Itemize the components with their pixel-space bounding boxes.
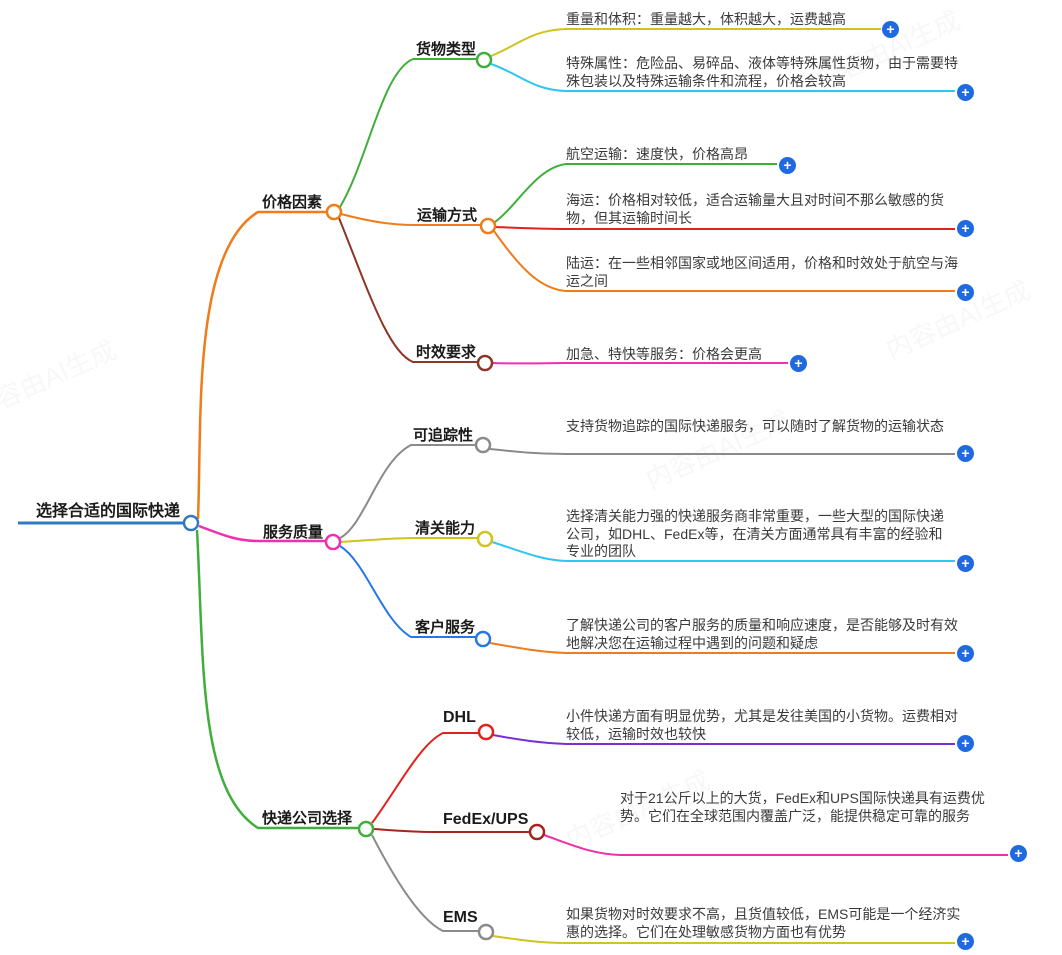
node-cargo-type-label[interactable]: 货物类型: [416, 41, 477, 58]
plus-icon: +: [794, 355, 803, 371]
connector-root-service: [198, 524, 326, 543]
plus-icon: +: [961, 445, 970, 461]
node-anchor-transport[interactable]: [479, 217, 497, 235]
connector-leaf-dhl: [492, 734, 955, 745]
connector-leaf-fedex: [543, 834, 1008, 856]
node-anchor-support[interactable]: [474, 630, 492, 648]
connector-leaf-support: [489, 642, 955, 654]
leaf-express-service[interactable]: 加急、特快等服务：价格会更高: [566, 346, 762, 362]
add-node-button[interactable]: +: [882, 21, 899, 38]
plus-icon: +: [961, 933, 970, 949]
connector-leaf-ems: [492, 935, 955, 944]
plus-icon: +: [961, 84, 970, 100]
leaf-dhl-desc[interactable]: 小件快递方面有明显优势，尤其是发往美国的小货物。运费相对较低，运输时效也较快: [566, 708, 958, 742]
node-support-label[interactable]: 客户服务: [415, 619, 476, 636]
leaf-customs-desc[interactable]: 选择清关能力强的快递服务商非常重要，一些大型的国际快递公司，如DHL、FedEx…: [566, 508, 944, 559]
branch-service-label[interactable]: 服务质量: [263, 524, 324, 541]
leaf-land-transport[interactable]: 陆运：在一些相邻国家或地区间适用，价格和时效处于航空与海运之间: [566, 255, 958, 289]
connector-company-ems: [371, 834, 479, 932]
node-anchor-customs[interactable]: [476, 530, 494, 548]
add-node-button[interactable]: +: [957, 220, 974, 237]
connector-leaf-air: [494, 163, 777, 223]
node-fedex-label[interactable]: FedEx/UPS: [443, 811, 529, 828]
leaf-air-transport[interactable]: 航空运输：速度快，价格高昂: [566, 146, 748, 162]
connector-price-transport: [340, 213, 481, 226]
add-node-button[interactable]: +: [957, 284, 974, 301]
node-anchor-dhl[interactable]: [477, 723, 495, 741]
plus-icon: +: [961, 284, 970, 300]
add-node-button[interactable]: +: [957, 84, 974, 101]
connector-leaf-special: [490, 63, 955, 92]
branch-price-label[interactable]: 价格因素: [262, 194, 323, 211]
add-node-button[interactable]: +: [1010, 845, 1027, 862]
connector-leaf-land: [493, 230, 955, 292]
node-anchor-service[interactable]: [324, 533, 342, 551]
leaf-support-desc[interactable]: 了解快递公司的客户服务的质量和响应速度，是否能够及时有效地解决您在运输过程中遇到…: [566, 617, 958, 651]
connector-price-timeliness: [338, 217, 478, 363]
plus-icon: +: [961, 220, 970, 236]
plus-icon: +: [961, 555, 970, 571]
leaf-fedex-desc[interactable]: 对于21公斤以上的大货，FedEx和UPS国际快递具有运费优势。它们在全球范围内…: [620, 790, 985, 824]
plus-icon: +: [783, 157, 792, 173]
node-dhl-label[interactable]: DHL: [443, 709, 476, 726]
plus-icon: +: [1014, 845, 1023, 861]
connector-leaf-sea: [494, 226, 955, 230]
connector-leaf-tracking: [489, 448, 955, 455]
add-node-button[interactable]: +: [957, 735, 974, 752]
leaf-tracking-desc[interactable]: 支持货物追踪的国际快递服务，可以随时了解货物的运输状态: [566, 418, 944, 434]
leaf-ems-desc[interactable]: 如果货物对时效要求不高，且货值较低，EMS可能是一个经济实惠的选择。它们在处理敏…: [566, 906, 961, 940]
plus-icon: +: [886, 21, 895, 37]
connector-price-cargo-type: [339, 58, 477, 208]
node-anchor-price[interactable]: [325, 203, 343, 221]
connector-service-customs: [339, 537, 478, 543]
connector-root-company: [195, 529, 358, 830]
node-timeliness-label[interactable]: 时效要求: [416, 344, 477, 361]
add-node-button[interactable]: +: [957, 445, 974, 462]
add-node-button[interactable]: +: [957, 645, 974, 662]
add-node-button[interactable]: +: [790, 355, 807, 372]
node-anchor-ems[interactable]: [477, 923, 495, 941]
node-tracking-label[interactable]: 可追踪性: [413, 427, 474, 444]
leaf-sea-transport[interactable]: 海运：价格相对较低，适合运输量大且对时间不那么敏感的货物，但其运输时间长: [566, 192, 944, 226]
plus-icon: +: [961, 735, 970, 751]
node-anchor-timeliness[interactable]: [476, 354, 494, 372]
connector-leaf-customs: [491, 541, 955, 562]
add-node-button[interactable]: +: [779, 157, 796, 174]
connector-company-dhl: [371, 732, 479, 824]
connector-service-support: [339, 545, 476, 638]
add-node-button[interactable]: +: [957, 933, 974, 950]
node-anchor-fedex[interactable]: [528, 823, 546, 841]
root-node-label[interactable]: 选择合适的国际快递: [36, 503, 181, 520]
connector-root-price: [196, 210, 327, 520]
node-anchor-tracking[interactable]: [474, 436, 492, 454]
node-transport-label[interactable]: 运输方式: [417, 207, 478, 224]
plus-icon: +: [961, 645, 970, 661]
leaf-special-attrs[interactable]: 特殊属性：危险品、易碎品、液体等特殊属性货物，由于需要特殊包装以及特殊运输条件和…: [566, 55, 958, 89]
node-anchor-root[interactable]: [182, 514, 200, 532]
connector-service-tracking: [339, 444, 476, 539]
node-customs-label[interactable]: 清关能力: [415, 520, 476, 537]
branch-company-label[interactable]: 快递公司选择: [262, 810, 353, 827]
leaf-weight-volume[interactable]: 重量和体积：重量越大，体积越大，运费越高: [566, 11, 846, 27]
connector-leaf-weight: [490, 28, 881, 57]
node-anchor-company[interactable]: [357, 820, 375, 838]
add-node-button[interactable]: +: [957, 555, 974, 572]
node-anchor-cargo-type[interactable]: [475, 51, 493, 69]
connector-company-fedex: [373, 828, 530, 833]
node-ems-label[interactable]: EMS: [443, 909, 478, 926]
